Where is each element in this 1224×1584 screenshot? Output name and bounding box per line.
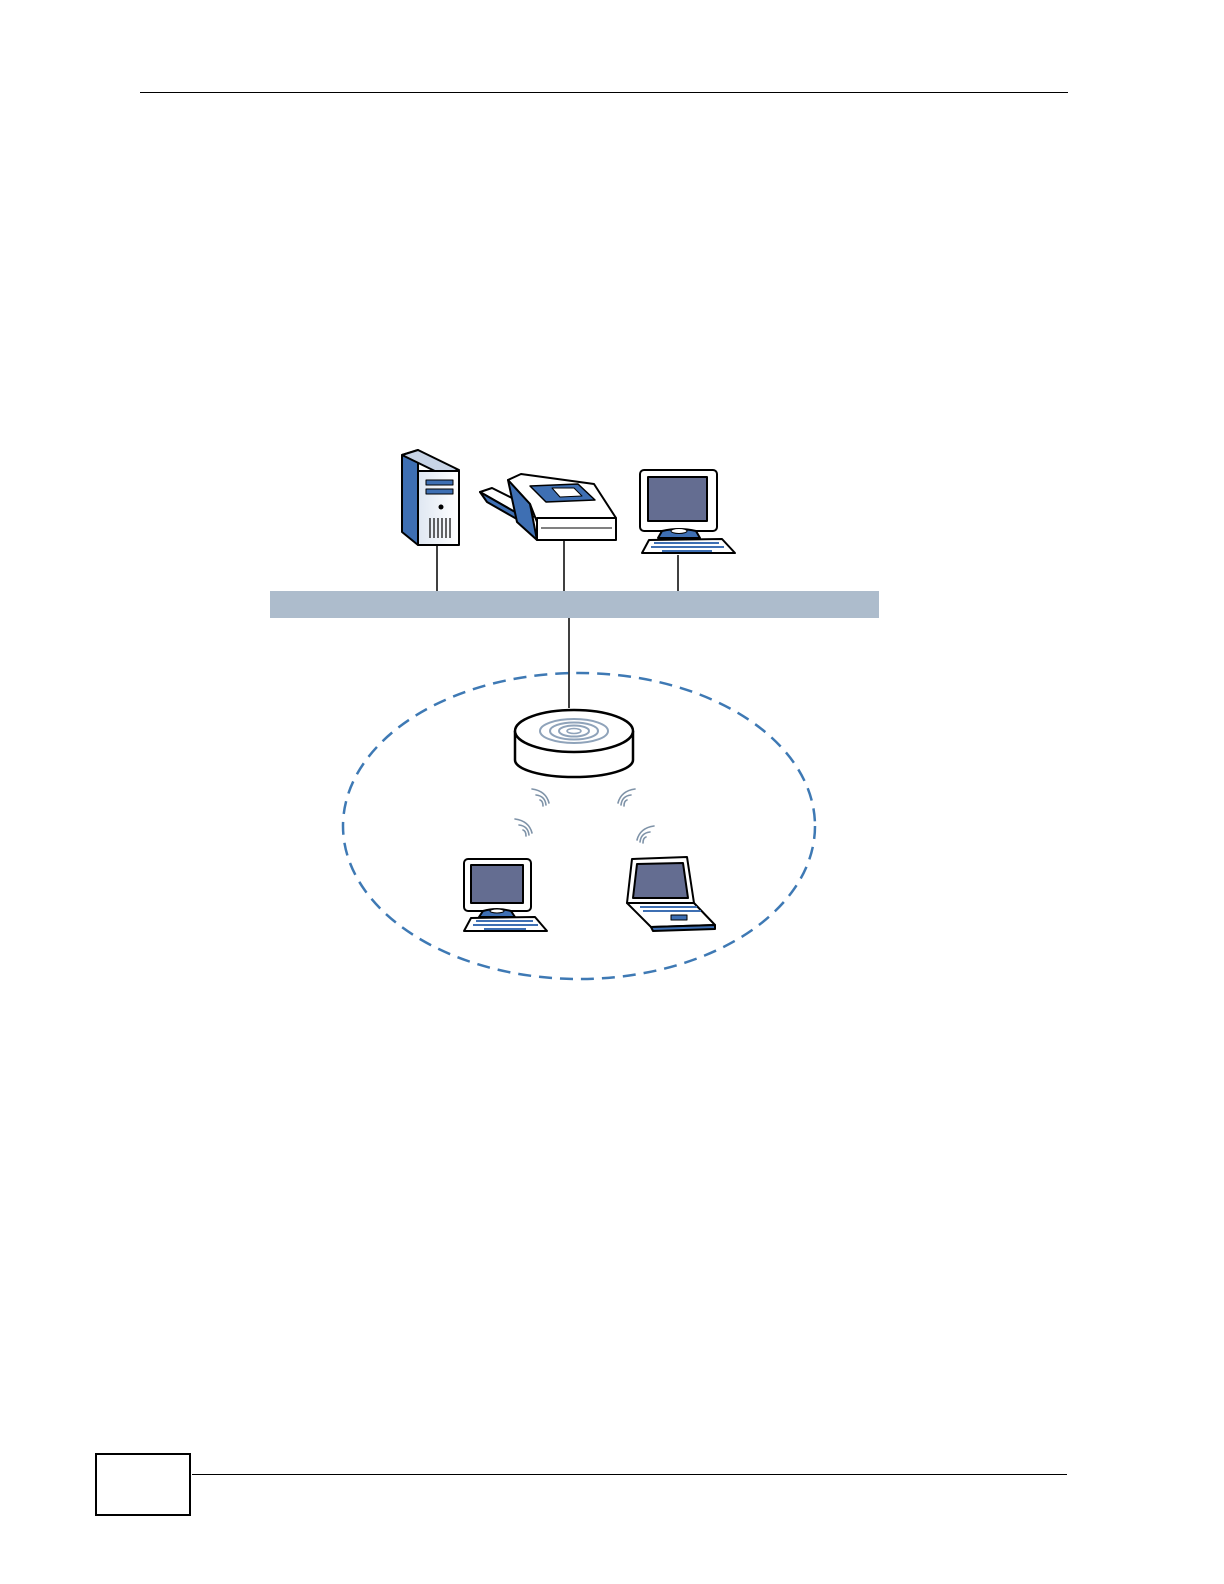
page-number-box xyxy=(95,1453,191,1516)
wireless-access-point-icon xyxy=(515,710,633,777)
footer-rule xyxy=(192,1474,1067,1475)
lan-bus xyxy=(270,591,879,618)
wireless-signal-icon xyxy=(515,789,654,843)
desktop-computer-icon xyxy=(640,470,735,553)
printer-icon xyxy=(480,474,616,540)
tower-server-icon xyxy=(402,450,459,545)
wired-links xyxy=(437,540,678,708)
laptop-icon xyxy=(627,857,715,931)
desktop-computer-icon xyxy=(464,859,547,931)
